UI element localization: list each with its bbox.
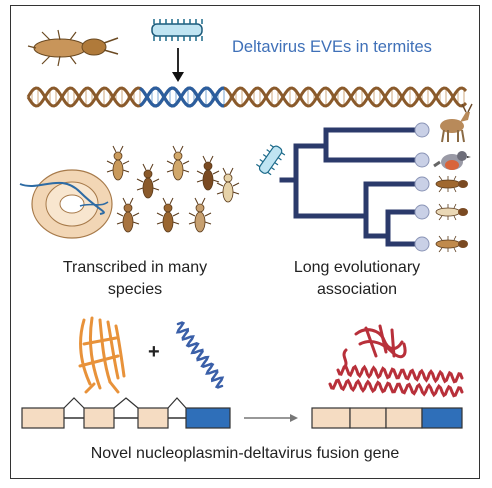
helix-ribbon [336,364,464,384]
termite-icon [435,235,468,253]
figure-title: Deltavirus EVEs in termites [232,38,432,56]
tree-tip-nodes [414,122,430,252]
dna-helix-icon [26,86,468,108]
termite-icon [156,197,180,233]
helix-ribbon [328,378,464,398]
splicing-arrow-icon [244,414,298,422]
phylogenetic-tree [279,127,423,247]
caption-evolution: Long evolutionary association [293,259,421,298]
plus-sign: + [148,341,160,363]
dna-strand [26,86,468,108]
termite-icon [106,145,130,181]
dna-strand [26,86,468,108]
bird-icon [433,151,471,170]
nucleoplasmin-protein-icon [78,316,126,394]
exon-tan [137,407,169,429]
fusion-protein-icon [328,324,464,398]
termite-icon [188,197,212,233]
deer-icon [440,103,473,143]
fused-transcript [311,407,463,429]
helix-ribbon [175,321,225,389]
deltavirus-antigen-helix-icon [175,321,225,389]
termite-species-group [106,145,240,233]
exon-blue [185,407,231,429]
termite-icon [166,145,190,181]
nucleus-transcription-icon [19,169,113,239]
termite-icon [136,163,160,199]
gene-structure-intron-exon [21,397,231,429]
termite-icon [435,203,468,221]
eve-segment [139,86,225,108]
caption-fusion-gene: Novel nucleoplasmin-deltavirus fusion ge… [90,445,400,462]
termite-icon [196,155,220,191]
termite-tip-icons [435,175,468,253]
virus-particle-small-icon [256,144,286,176]
integration-arrow-icon [172,48,184,82]
virus-particle-icon [151,19,203,41]
exon-tan [21,407,65,429]
termite-icon [27,29,119,67]
termite-icon [435,175,468,193]
termite-icon [216,167,240,203]
caption-transcribed: Transcribed in many species [62,259,208,298]
eve-segment [139,86,225,108]
termite-icon [116,197,140,233]
exon-tan [83,407,115,429]
